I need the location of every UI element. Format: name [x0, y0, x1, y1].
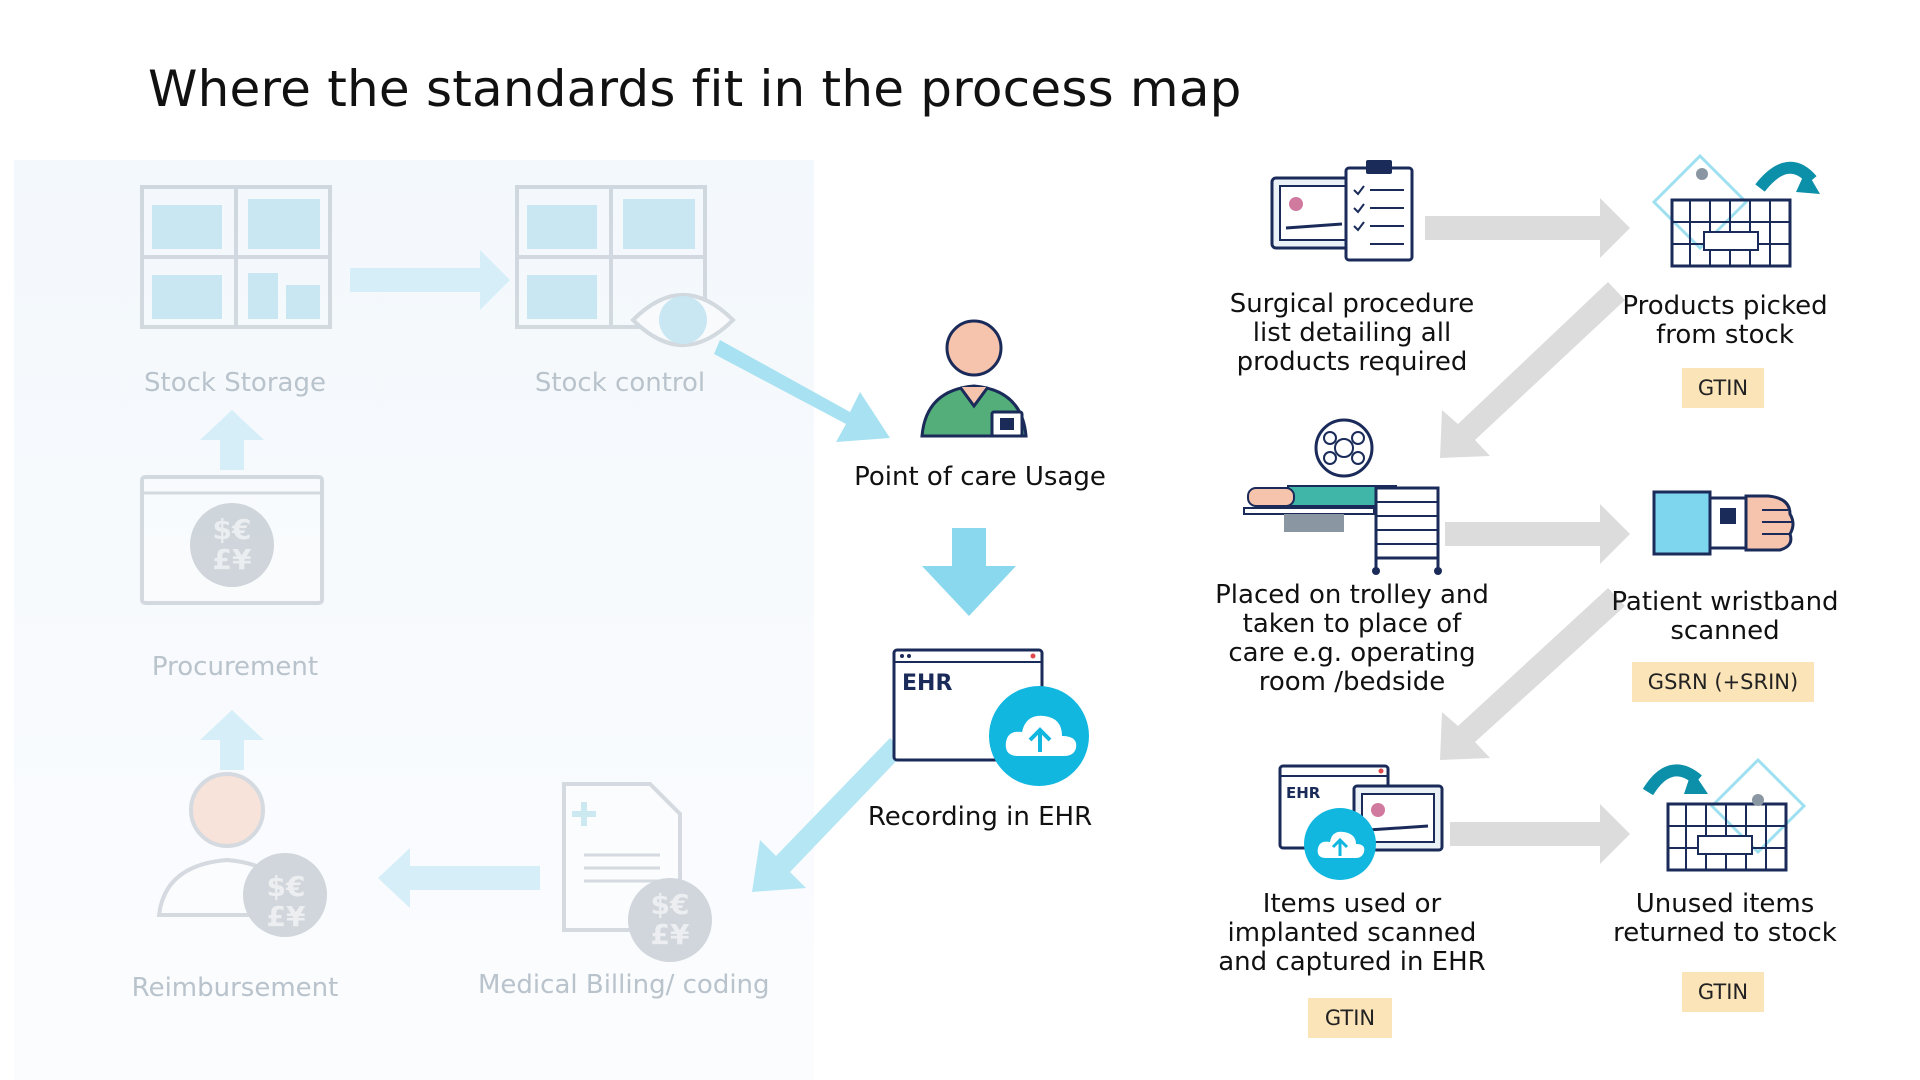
- currency-top-text: $€: [212, 513, 252, 546]
- scanned-badge: GTIN: [1308, 998, 1392, 1038]
- page-title: Where the standards fit in the process m…: [148, 60, 1242, 118]
- arrow-point-of-care-to-ehr: [922, 528, 1016, 616]
- billing-document-icon: [562, 782, 712, 962]
- reimbursement-icon: [156, 772, 327, 937]
- wristband-label: Patient wristband scanned: [1611, 587, 1839, 646]
- point-of-care-label: Point of care Usage: [854, 462, 1106, 492]
- ehr-window-icon: [892, 648, 1089, 786]
- basket-picked-icon: [1651, 153, 1820, 268]
- wristband-icon: [1652, 490, 1795, 556]
- small-ehr-tag: EHR: [1286, 784, 1321, 802]
- basket-returned-icon: [1642, 757, 1807, 872]
- picked-badge: GTIN: [1682, 368, 1764, 408]
- billing-label: Medical Billing/ coding: [478, 970, 770, 1000]
- surgical-list-icon: [1270, 160, 1414, 262]
- reimbursement-label: Reimbursement: [131, 973, 339, 1003]
- recording-label: Recording in EHR: [867, 802, 1093, 832]
- arrow-reimbursement-to-procurement: [200, 710, 264, 770]
- arrow-control-to-point-of-care: [714, 340, 890, 442]
- faded-process-panel: [14, 160, 814, 1080]
- ehr-tag: EHR: [902, 671, 953, 696]
- arrow-trolley-to-wristband: [1445, 504, 1630, 564]
- cloud-upload-icon: [1005, 715, 1077, 756]
- surgical-list-label: Surgical procedure list detailing all pr…: [1229, 289, 1475, 377]
- trolley-icon: [1243, 418, 1442, 575]
- stock-control-icon: [515, 185, 736, 347]
- returned-label: Unused items returned to stock: [1613, 889, 1837, 948]
- stock-storage-label: Stock Storage: [144, 368, 326, 398]
- arrow-picked-to-trolley: [1440, 282, 1625, 458]
- procurement-icon: [140, 475, 324, 605]
- currency-bottom-text: £¥: [212, 543, 252, 576]
- currency-top-text-3: $€: [650, 888, 690, 921]
- arrow-scanned-to-returned: [1450, 804, 1630, 864]
- shelving-icon: [140, 185, 332, 329]
- trolley-label: Placed on trolley and taken to place of …: [1215, 580, 1489, 697]
- currency-bottom-text-2: £¥: [266, 900, 306, 933]
- arrow-ehr-to-billing: [752, 738, 905, 892]
- arrow-billing-to-reimbursement: [378, 848, 540, 908]
- returned-badge: GTIN: [1682, 972, 1764, 1012]
- currency-top-text-2: $€: [266, 870, 306, 903]
- stock-control-label: Stock control: [534, 368, 706, 398]
- scanned-ehr-icon: [1278, 764, 1444, 880]
- arrow-list-to-picked: [1425, 198, 1630, 258]
- picked-label: Products picked from stock: [1622, 291, 1828, 350]
- arrow-procurement-to-storage: [200, 410, 264, 470]
- procurement-label: Procurement: [151, 652, 319, 682]
- clinician-icon: [920, 319, 1028, 438]
- wristband-badge: GSRN (+SRIN): [1632, 662, 1814, 702]
- arrow-wristband-to-scanned: [1440, 588, 1625, 760]
- arrow-storage-to-control: [350, 250, 510, 310]
- currency-bottom-text-3: £¥: [650, 918, 690, 951]
- scanned-label: Items used or implanted scanned and capt…: [1218, 889, 1486, 977]
